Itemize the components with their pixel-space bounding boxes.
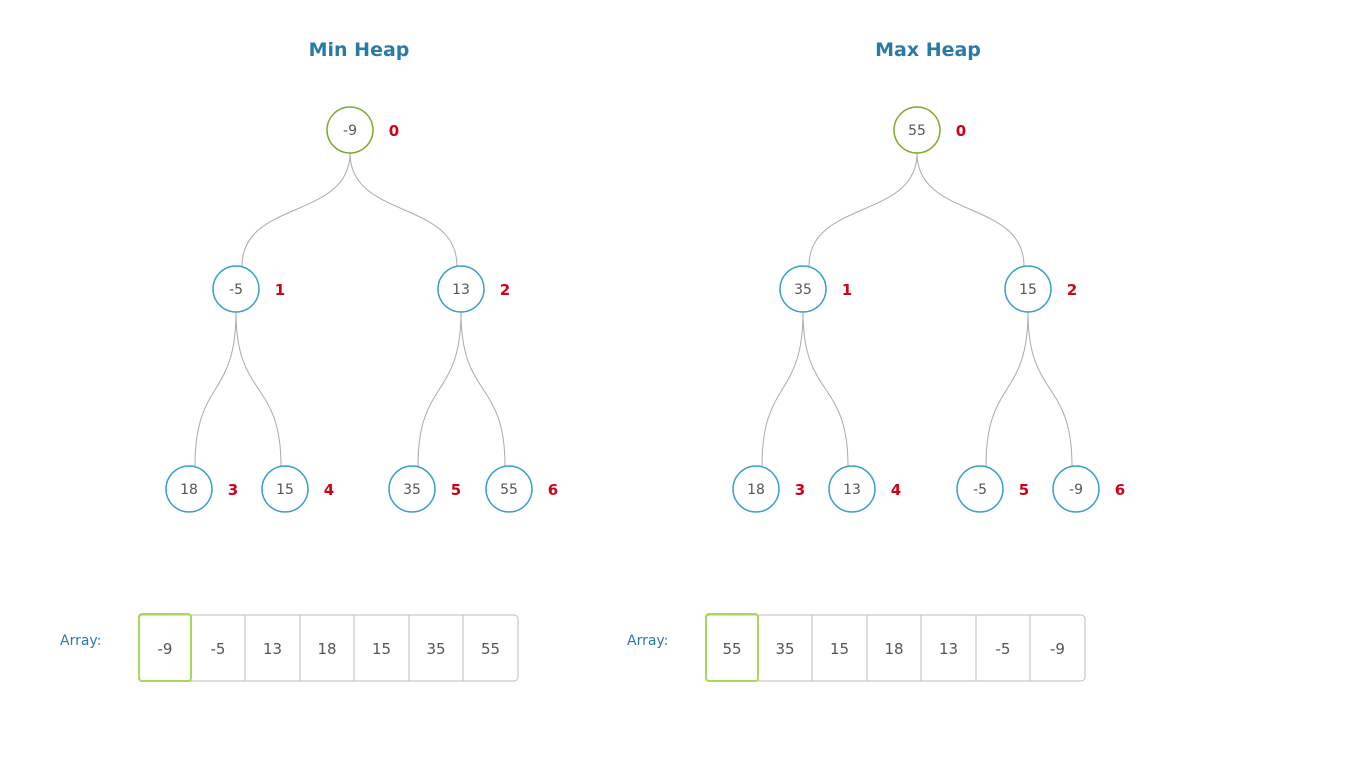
min-heap-array-cell-5: 35 (426, 640, 445, 658)
min-heap-node-circle-6 (485, 465, 533, 513)
max-heap-edge-1 (808, 152, 918, 267)
max-heap-node-value-5: -5 (973, 482, 987, 498)
min-heap-node-value-4: 15 (276, 482, 294, 498)
max-heap-index-label-1: 1 (842, 281, 852, 299)
max-heap-title: Max Heap (875, 39, 981, 61)
min-heap-array-cell-highlight (138, 613, 192, 682)
min-heap-array-label: Array: (60, 633, 101, 649)
max-heap-index-label-2: 2 (1067, 281, 1077, 299)
min-heap-node-2: 13 2 (437, 265, 510, 313)
max-heap-array-cell-2: 15 (830, 640, 849, 658)
max-heap-index-label-4: 4 (891, 481, 901, 499)
max-heap-node-circle-6 (1052, 465, 1100, 513)
min-heap-array-cell-0: -9 (158, 640, 173, 658)
max-heap-node-circle-3 (732, 465, 780, 513)
min-heap-array-cell-3: 18 (317, 640, 336, 658)
max-heap-node-3: 18 3 (732, 465, 805, 513)
max-heap-edge-2 (916, 152, 1025, 267)
min-heap-node-value-3: 18 (180, 482, 198, 498)
min-heap-node-4: 15 4 (261, 465, 334, 513)
min-heap-edge-1 (241, 152, 351, 267)
max-heap-node-4: 13 4 (828, 465, 901, 513)
min-heap-index-label-3: 3 (228, 481, 238, 499)
max-heap-edge-5 (985, 311, 1029, 467)
max-heap-node-5: -5 5 (956, 465, 1029, 513)
max-heap-node-1: 35 1 (779, 265, 852, 313)
max-heap-index-label-0: 0 (956, 122, 966, 140)
max-heap-edge-4 (802, 311, 849, 467)
max-heap-node-value-2: 15 (1019, 282, 1037, 298)
min-heap-node-1: -5 1 (212, 265, 285, 313)
min-heap-node-0: -9 0 (326, 106, 399, 154)
min-heap-title: Min Heap (309, 39, 410, 61)
max-heap-edge-3 (761, 311, 804, 467)
max-heap-array-cell-3: 18 (884, 640, 903, 658)
min-heap-index-label-4: 4 (324, 481, 334, 499)
max-heap-array-cell-5: -5 (996, 640, 1011, 658)
max-heap-index-label-5: 5 (1019, 481, 1029, 499)
min-heap-node-circle-2 (437, 265, 485, 313)
max-heap-array-cell-highlight (705, 613, 759, 682)
min-heap-array-cell-2: 13 (263, 640, 282, 658)
min-heap-node-value-2: 13 (452, 282, 470, 298)
min-heap-index-label-5: 5 (451, 481, 461, 499)
min-heap-node-circle-1 (212, 265, 260, 313)
min-heap-edge-6 (460, 311, 506, 467)
max-heap-node-6: -9 6 (1052, 465, 1125, 513)
min-heap-edge-4 (235, 311, 282, 467)
max-heap-array-cell-0: 55 (722, 640, 741, 658)
max-heap-index-label-6: 6 (1115, 481, 1125, 499)
max-heap-node-value-1: 35 (794, 282, 812, 298)
min-heap-node-value-6: 55 (500, 482, 518, 498)
min-heap-node-value-1: -5 (229, 282, 243, 298)
min-heap-edge-2 (349, 152, 458, 267)
min-heap-index-label-2: 2 (500, 281, 510, 299)
max-heap-node-0: 55 0 (893, 106, 966, 154)
min-heap-index-label-0: 0 (389, 122, 399, 140)
max-heap: Max Heap 55 0 35 1 15 2 18 3 13 4 -5 5 -9 6 Array: 55… (627, 39, 1125, 682)
min-heap-index-label-1: 1 (275, 281, 285, 299)
min-heap-array-cell-4: 15 (372, 640, 391, 658)
min-heap-node-circle-0 (326, 106, 374, 154)
min-heap-index-label-6: 6 (548, 481, 558, 499)
min-heap-array-cell-6: 55 (481, 640, 500, 658)
max-heap-array-label: Array: (627, 633, 668, 649)
max-heap-node-value-6: -9 (1069, 482, 1083, 498)
max-heap-array-cell-6: -9 (1050, 640, 1065, 658)
max-heap-node-circle-5 (956, 465, 1004, 513)
max-heap-node-circle-4 (828, 465, 876, 513)
max-heap-node-value-3: 18 (747, 482, 765, 498)
min-heap-node-circle-4 (261, 465, 309, 513)
max-heap-node-circle-0 (893, 106, 941, 154)
max-heap-array-cell-1: 35 (775, 640, 794, 658)
min-heap-node-circle-3 (165, 465, 213, 513)
max-heap-node-circle-2 (1004, 265, 1052, 313)
max-heap-index-label-3: 3 (795, 481, 805, 499)
min-heap-node-5: 35 5 (388, 465, 461, 513)
min-heap-node-3: 18 3 (165, 465, 238, 513)
max-heap-node-value-4: 13 (843, 482, 861, 498)
min-heap-node-6: 55 6 (485, 465, 558, 513)
min-heap-edge-3 (194, 311, 237, 467)
min-heap-node-value-5: 35 (403, 482, 421, 498)
max-heap-array-cell-4: 13 (939, 640, 958, 658)
max-heap-node-2: 15 2 (1004, 265, 1077, 313)
max-heap-node-circle-1 (779, 265, 827, 313)
min-heap-node-value-0: -9 (343, 123, 357, 139)
min-heap-node-circle-5 (388, 465, 436, 513)
max-heap-node-value-0: 55 (908, 123, 926, 139)
min-heap-array-cell-1: -5 (211, 640, 226, 658)
min-heap-edge-5 (417, 311, 462, 467)
max-heap-edge-6 (1027, 311, 1073, 467)
